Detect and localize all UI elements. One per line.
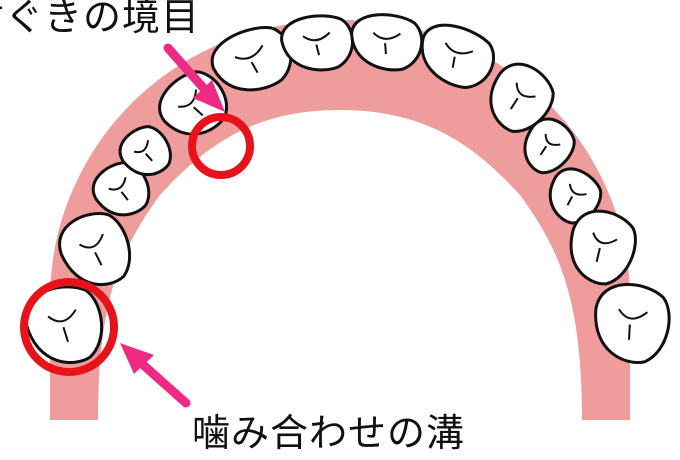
arrow-bottom-icon	[120, 343, 191, 408]
tooth	[91, 161, 151, 217]
groove-label: 噛み合わせの溝	[192, 411, 466, 455]
groove-marker-circle	[20, 278, 118, 376]
tooth	[118, 125, 172, 176]
tooth	[58, 212, 132, 287]
tooth-groove	[566, 183, 587, 206]
tooth-groove	[444, 42, 474, 69]
tooth	[420, 23, 496, 89]
tooth-row	[24, 13, 671, 365]
tooth-groove	[302, 31, 331, 56]
tooth-groove	[372, 31, 401, 55]
tooth-groove	[539, 133, 561, 156]
gumline-marker-circle	[188, 113, 254, 179]
tooth-groove	[79, 233, 104, 266]
arrow-top-icon	[163, 43, 225, 112]
tooth-groove	[133, 140, 153, 162]
tooth-groove	[234, 44, 264, 74]
tooth	[594, 282, 671, 365]
tooth-groove	[47, 309, 77, 343]
tooth-groove	[177, 89, 204, 117]
gumline-label: 歯ぐきの境目	[0, 0, 201, 39]
tooth	[569, 209, 637, 286]
tooth-groove	[592, 232, 618, 263]
tooth-groove	[618, 308, 649, 340]
tooth	[523, 117, 576, 175]
tooth-groove	[108, 177, 129, 201]
tooth-groove	[509, 82, 536, 110]
